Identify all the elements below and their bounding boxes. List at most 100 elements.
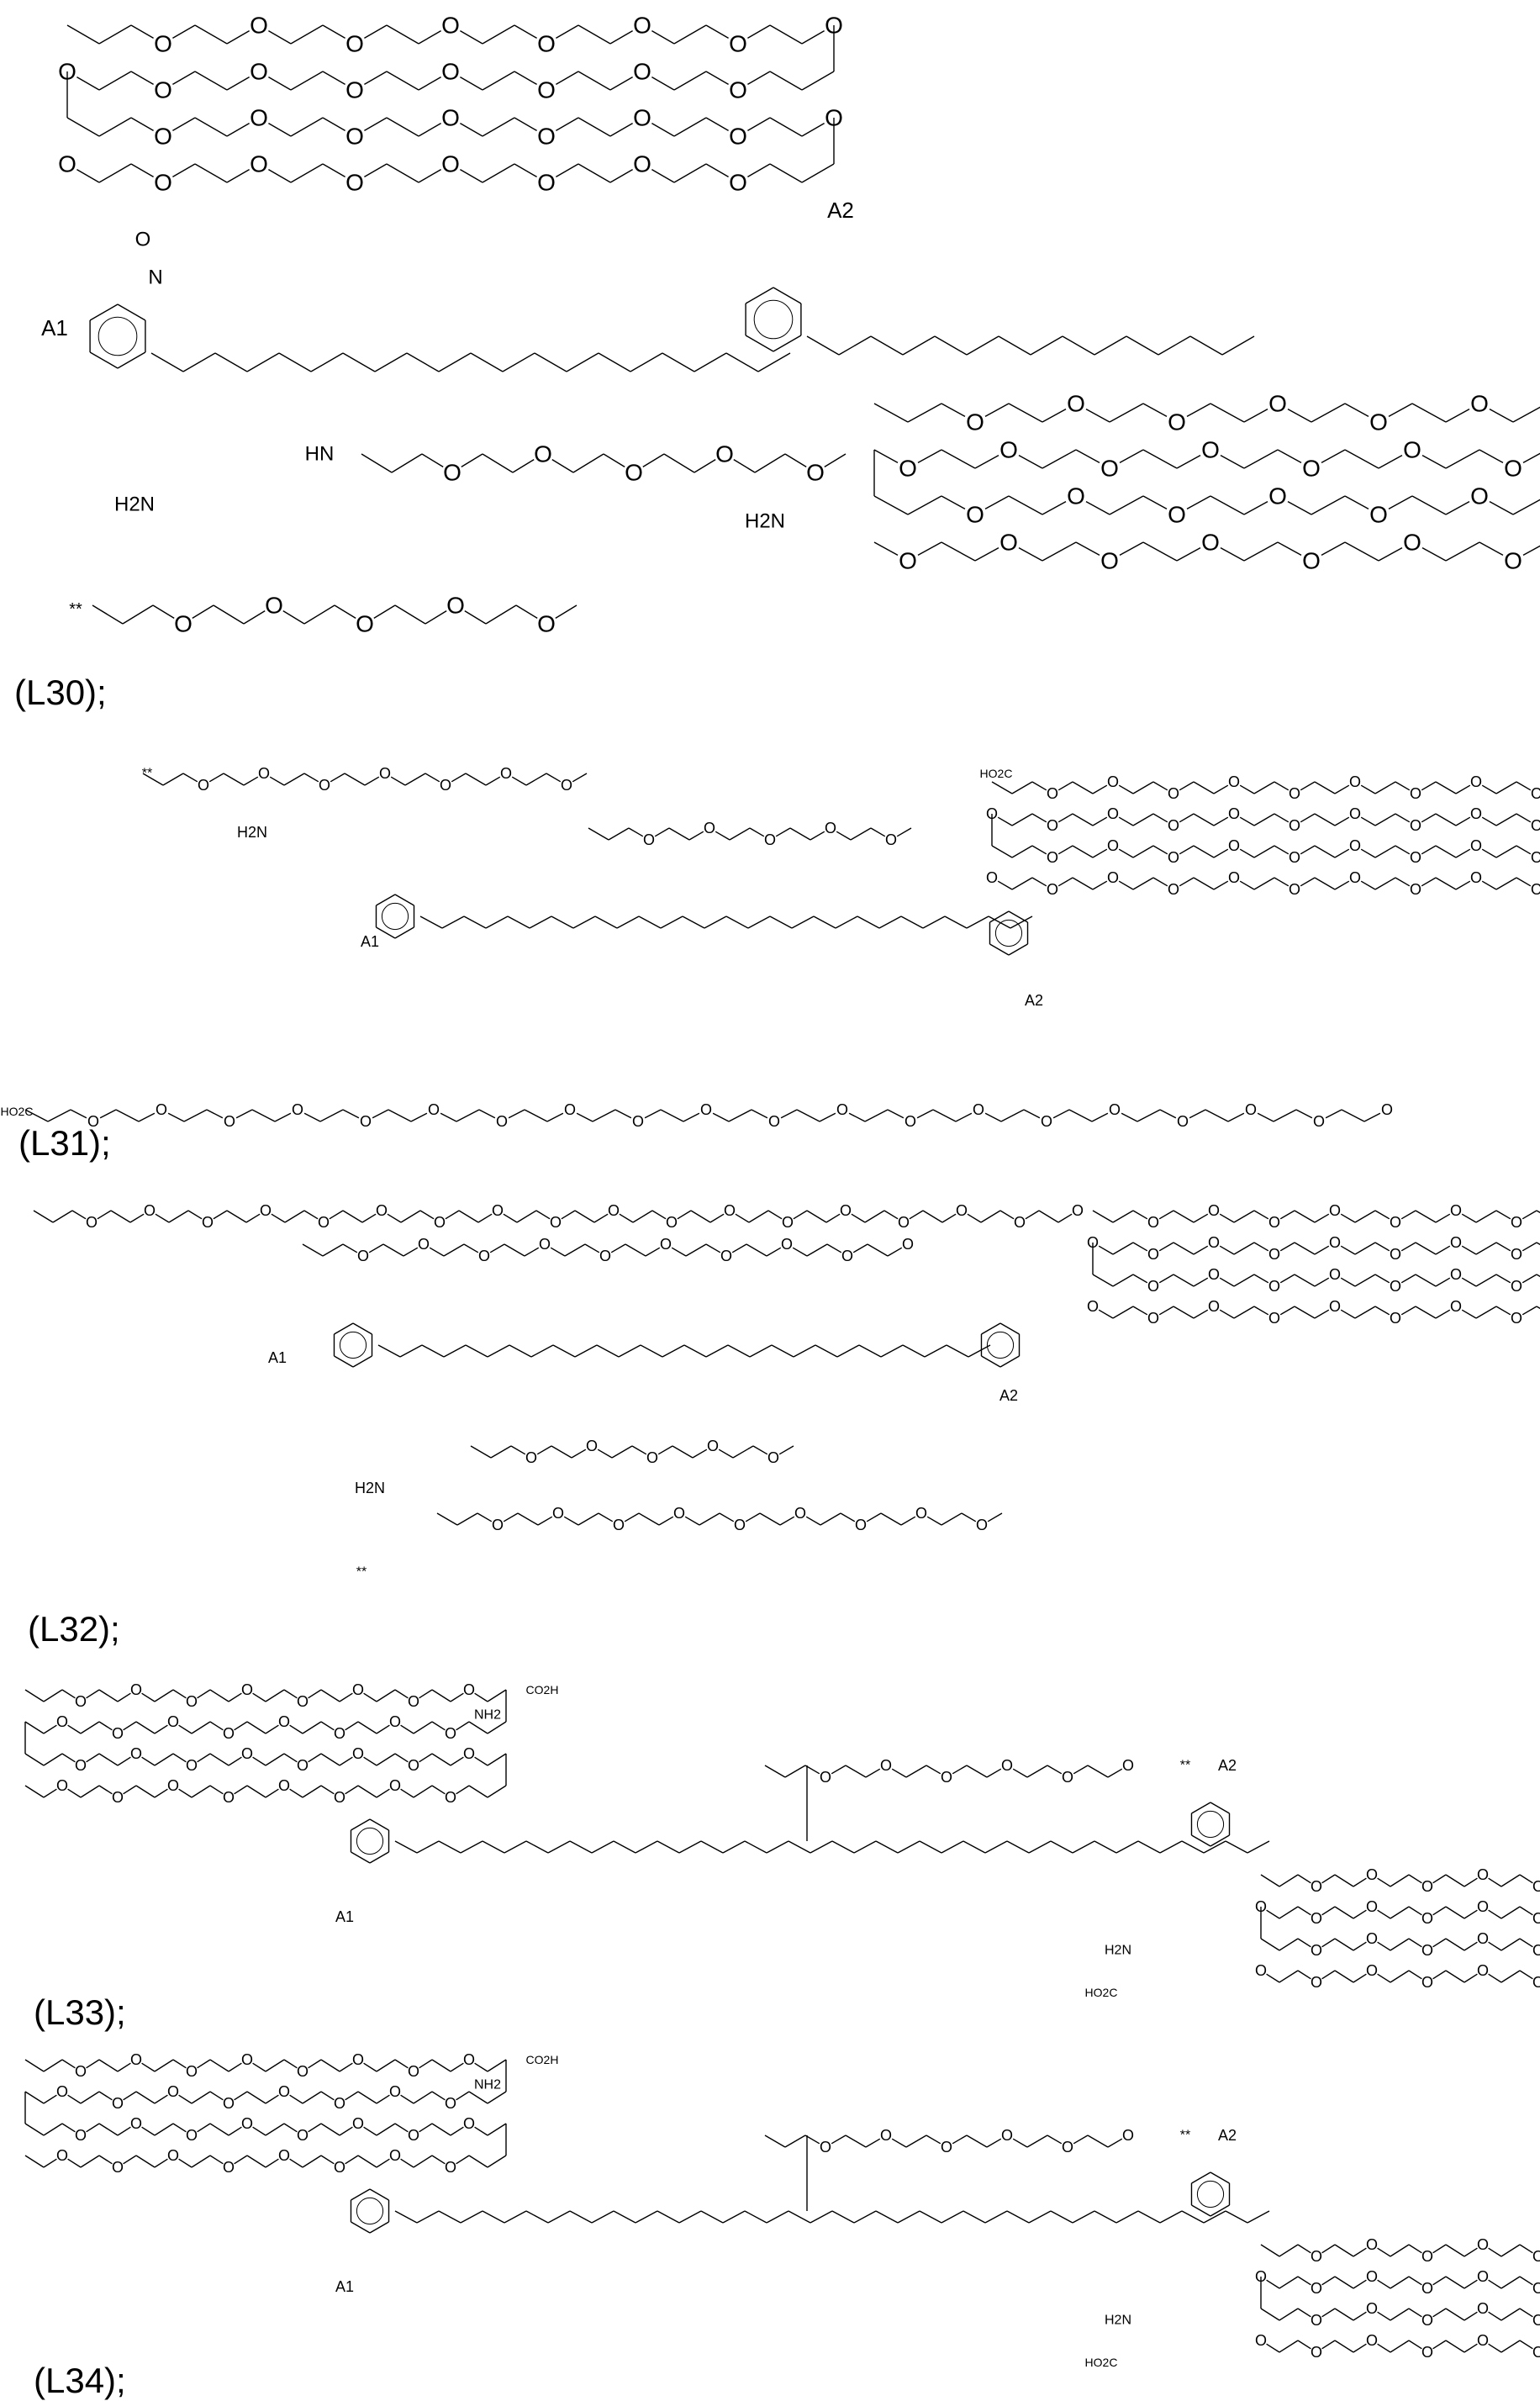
oxygen-atom: O <box>1041 1113 1052 1127</box>
bond <box>1401 1243 1416 1251</box>
bond <box>25 1722 44 1733</box>
bond <box>1173 1211 1194 1222</box>
bond <box>1364 1113 1380 1121</box>
bond <box>25 1754 44 1765</box>
bond <box>988 1513 1002 1522</box>
bond <box>1234 1211 1254 1222</box>
bond <box>309 1754 321 1762</box>
bond <box>556 605 577 618</box>
oxygen-atom: O <box>297 1693 309 1710</box>
oxygen-atom: O <box>356 611 374 637</box>
oxygen-atom: O <box>1329 1202 1341 1219</box>
bond <box>1173 1243 1194 1254</box>
bond <box>1073 2211 1094 2223</box>
bond <box>432 2092 445 2100</box>
bond <box>340 2127 352 2135</box>
bond <box>446 1211 459 1219</box>
bond <box>897 828 911 836</box>
bond <box>1226 1841 1247 1853</box>
bond <box>395 1754 408 1762</box>
bond <box>229 1693 241 1702</box>
oxygen-atom: O <box>463 1745 475 1762</box>
bond <box>198 2124 210 2132</box>
bond <box>968 1214 981 1222</box>
atom-label: A2 <box>827 198 854 223</box>
bond <box>198 1754 210 1762</box>
bond <box>770 25 802 44</box>
bond <box>1116 2211 1138 2223</box>
bond <box>1446 1907 1464 1918</box>
bond <box>229 1757 241 1765</box>
bond <box>207 1110 223 1118</box>
bond <box>291 71 323 90</box>
bond <box>475 1693 488 1702</box>
bond <box>25 1786 44 1797</box>
bond <box>758 353 790 372</box>
bond <box>479 1110 495 1118</box>
oxygen-atom: O <box>463 1681 475 1698</box>
oxygen-atom: O <box>1450 1266 1462 1283</box>
bond <box>836 916 857 928</box>
bond <box>124 2156 136 2164</box>
bond <box>459 1211 478 1222</box>
bond <box>44 2124 62 2135</box>
bond <box>867 1513 881 1522</box>
bond <box>1421 878 1436 886</box>
bond <box>1027 2135 1047 2147</box>
bond <box>323 1244 343 1256</box>
bond <box>1092 1113 1108 1121</box>
bond <box>309 2060 321 2068</box>
bond <box>625 1244 646 1256</box>
bond <box>401 1789 414 1797</box>
oxygen-atom: O <box>1366 1962 1378 1979</box>
oxygen-atom: O <box>1421 1942 1433 1959</box>
bond <box>1315 878 1335 889</box>
oxygen-atom: O <box>1390 1278 1401 1295</box>
bond <box>330 1211 343 1219</box>
bond <box>465 611 486 624</box>
bond <box>1379 548 1402 561</box>
bond <box>1024 1110 1040 1118</box>
bond <box>592 2211 614 2223</box>
bond <box>456 1110 479 1121</box>
bond <box>701 2211 723 2223</box>
bond <box>514 118 537 130</box>
bond <box>504 1214 517 1222</box>
oxygen-atom: O <box>278 2147 290 2164</box>
bond <box>1361 817 1375 826</box>
oxygen-atom: O <box>408 1693 419 1710</box>
bond <box>1390 1875 1409 1886</box>
bond <box>1042 502 1066 514</box>
bond <box>1126 336 1158 355</box>
oxygen-atom: O <box>1147 1310 1159 1327</box>
oxygen-atom: O <box>782 1214 794 1231</box>
bond <box>173 1690 186 1698</box>
bond <box>1179 782 1194 790</box>
bond <box>130 1214 144 1222</box>
oxygen-atom: O <box>1289 881 1300 898</box>
bond <box>99 71 131 90</box>
bond <box>1355 1274 1375 1286</box>
bond <box>661 916 683 928</box>
bond <box>513 460 534 472</box>
bond <box>1288 409 1311 422</box>
oxygen-atom: O <box>729 170 747 196</box>
bond <box>1267 1910 1279 1918</box>
bond <box>1194 814 1214 826</box>
bond <box>1234 1243 1254 1254</box>
oxygen-atom: O <box>1390 1310 1401 1327</box>
bond <box>1436 1214 1450 1222</box>
oxygen-atom: O <box>599 1248 611 1264</box>
bond <box>1416 1274 1436 1286</box>
oxygen-atom: O <box>999 437 1018 463</box>
bond <box>661 1110 683 1121</box>
bond <box>1496 846 1516 858</box>
bond <box>651 77 674 90</box>
bond <box>941 542 975 561</box>
bond <box>987 2139 1001 2147</box>
oxygen-atom: O <box>1228 773 1240 790</box>
oxygen-atom: O <box>154 77 172 103</box>
bond <box>683 1113 699 1121</box>
atom-label: A2 <box>999 1387 1018 1404</box>
bond <box>469 2092 488 2103</box>
